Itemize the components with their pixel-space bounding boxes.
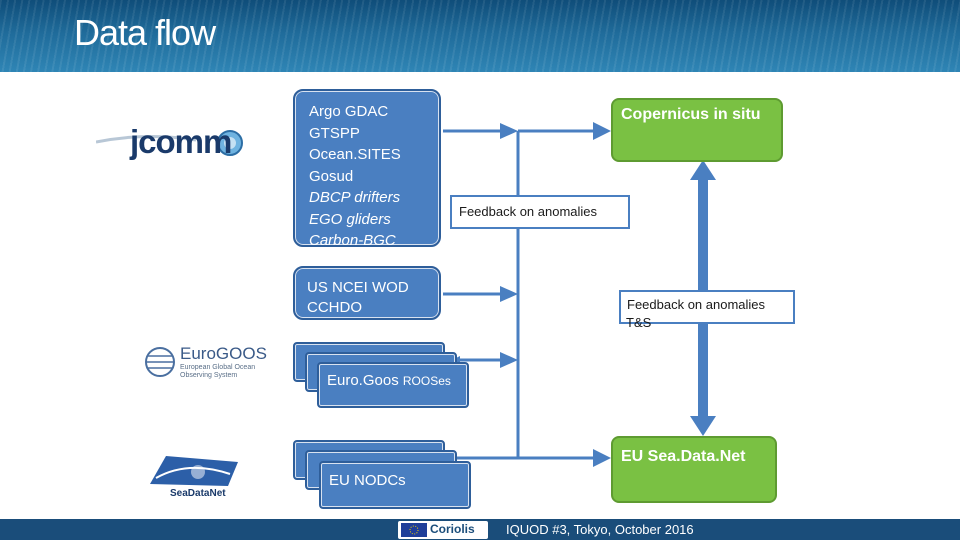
source-gtspp: GTSPP <box>309 124 360 142</box>
source-dbcp-drifters: DBCP drifters <box>309 189 401 206</box>
feedback-box-1: Feedback on anomalies <box>450 195 630 229</box>
eu-flag-icon <box>401 523 427 537</box>
source-gosud: Gosud <box>309 167 354 185</box>
feedback-box-2-suffix: T&S <box>626 315 652 330</box>
source-box-argo: Argo GDAC GTSPP Ocean.SITES Gosud DBCP d… <box>293 89 441 249</box>
coriolis-logo: Coriolis <box>398 521 488 539</box>
seadatanet-logo-graphic <box>150 456 238 486</box>
feedback-box-2: Feedback on anomalies <box>619 290 795 324</box>
target-copernicus-in-situ: Copernicus in situ <box>611 98 783 162</box>
coriolis-logo-text: Coriolis <box>430 522 475 536</box>
source-cchdo: CCHDO <box>307 299 362 316</box>
eurogoos-logo: EuroGOOS European Global Ocean Observing… <box>144 344 267 380</box>
header-banner <box>0 0 960 72</box>
seadatanet-logo: SeaDataNet <box>148 454 240 500</box>
footer-caption: IQUOD #3, Tokyo, October 2016 <box>506 522 694 537</box>
nodc-stack-front <box>319 461 471 509</box>
jcomm-logo-graphic <box>95 130 243 156</box>
source-us-ncei-wod: US NCEI WOD <box>307 279 409 296</box>
target-seadatanet-label: EU Sea.Data.Net <box>621 448 746 465</box>
jcomm-logo-text: jcomm <box>130 123 232 160</box>
target-copernicus-label: Copernicus in situ <box>621 106 761 123</box>
nodc-box-label: EU NODCs <box>329 472 406 489</box>
source-oceansites: Ocean.SITES <box>309 146 401 163</box>
source-argo-gdac: Argo GDAC <box>309 103 389 120</box>
eurogoos-logo-sub1: European Global Ocean <box>180 364 256 371</box>
page-title: Data flow <box>74 12 216 53</box>
seadatanet-logo-text: SeaDataNet <box>170 488 226 499</box>
eurogoos-box-label-small: ROOSes <box>402 374 451 388</box>
target-eu-seadatanet: EU Sea.Data.Net <box>611 436 777 503</box>
feedback-box-2-text: Feedback on anomalies <box>627 297 766 312</box>
source-ego-gliders: EGO gliders <box>309 210 391 228</box>
feedback-box-1-text: Feedback on anomalies <box>459 204 598 219</box>
eurogoos-globe-icon <box>145 347 175 377</box>
eurogoos-logo-text: EuroGOOS <box>180 344 267 363</box>
source-box-ncei: US NCEI WOD CCHDO <box>293 266 441 320</box>
eurogoos-stack-front <box>317 362 469 408</box>
source-carbon-bgc: Carbon-BGC <box>309 232 396 249</box>
eurogoos-box-label: Euro.Goos ROOSes <box>327 372 451 389</box>
eurogoos-logo-sub2: Observing System <box>180 372 238 379</box>
jcomm-logo: jcomm <box>95 123 246 164</box>
